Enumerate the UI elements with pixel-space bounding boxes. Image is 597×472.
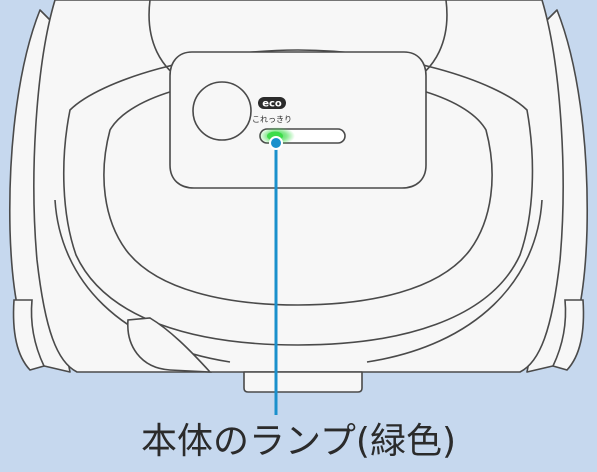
right-foot — [551, 299, 585, 371]
bottom-tab — [243, 371, 363, 393]
eco-logo-text: eco — [262, 99, 282, 110]
device-feet — [12, 299, 585, 371]
eco-sub-label: これっきり — [252, 115, 292, 124]
outer-dome-curve — [62, 49, 534, 346]
callout-dot — [269, 136, 283, 150]
power-button[interactable] — [192, 81, 252, 141]
lower-sweep-right — [366, 199, 543, 363]
side-grip — [127, 317, 212, 373]
left-foot — [12, 299, 46, 371]
callout-label: 本体のランプ(緑色) — [140, 421, 456, 462]
eco-logo-badge — [258, 97, 286, 109]
